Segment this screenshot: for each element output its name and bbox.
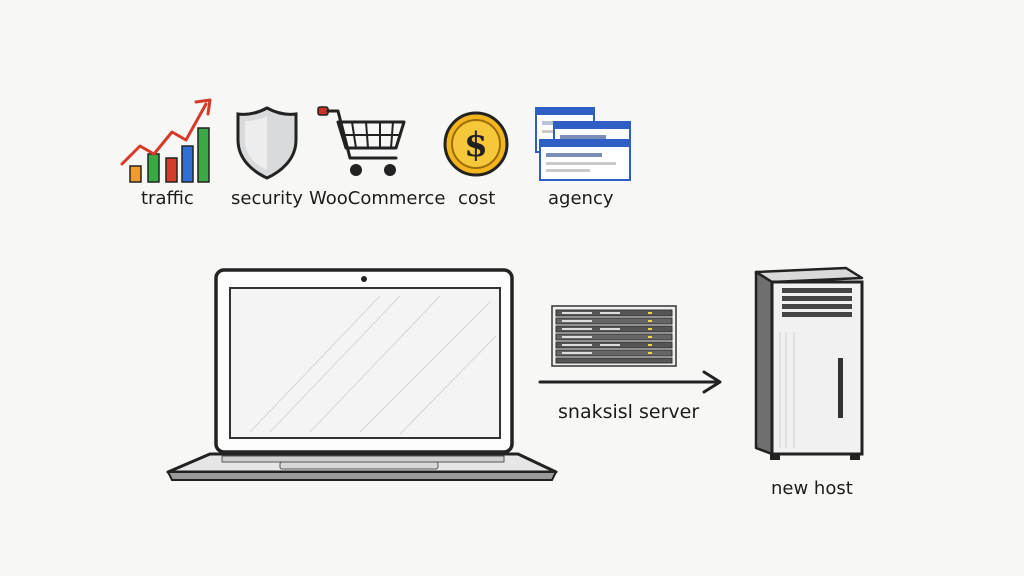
source-server-label: snaksisl server <box>558 401 700 423</box>
factor-label-agency: agency <box>548 188 614 209</box>
factor-label-traffic: traffic <box>141 188 194 209</box>
dollar-coin-icon: $ <box>443 111 509 177</box>
factor-label-security: security <box>231 188 303 209</box>
migration-arrow-icon <box>538 370 722 394</box>
shield-icon <box>236 106 298 180</box>
laptop-icon <box>166 268 558 481</box>
svg-text:$: $ <box>464 125 488 165</box>
shopping-cart-icon <box>317 106 406 176</box>
tower-server-icon <box>754 266 864 460</box>
new-host-label: new host <box>771 478 853 499</box>
browser-windows-icon <box>535 107 631 181</box>
factor-label-woocommerce: WooCommerce <box>309 188 446 209</box>
factor-label-cost: cost <box>458 188 496 209</box>
rack-server-icon <box>551 305 677 367</box>
growth-chart-icon <box>120 98 212 183</box>
